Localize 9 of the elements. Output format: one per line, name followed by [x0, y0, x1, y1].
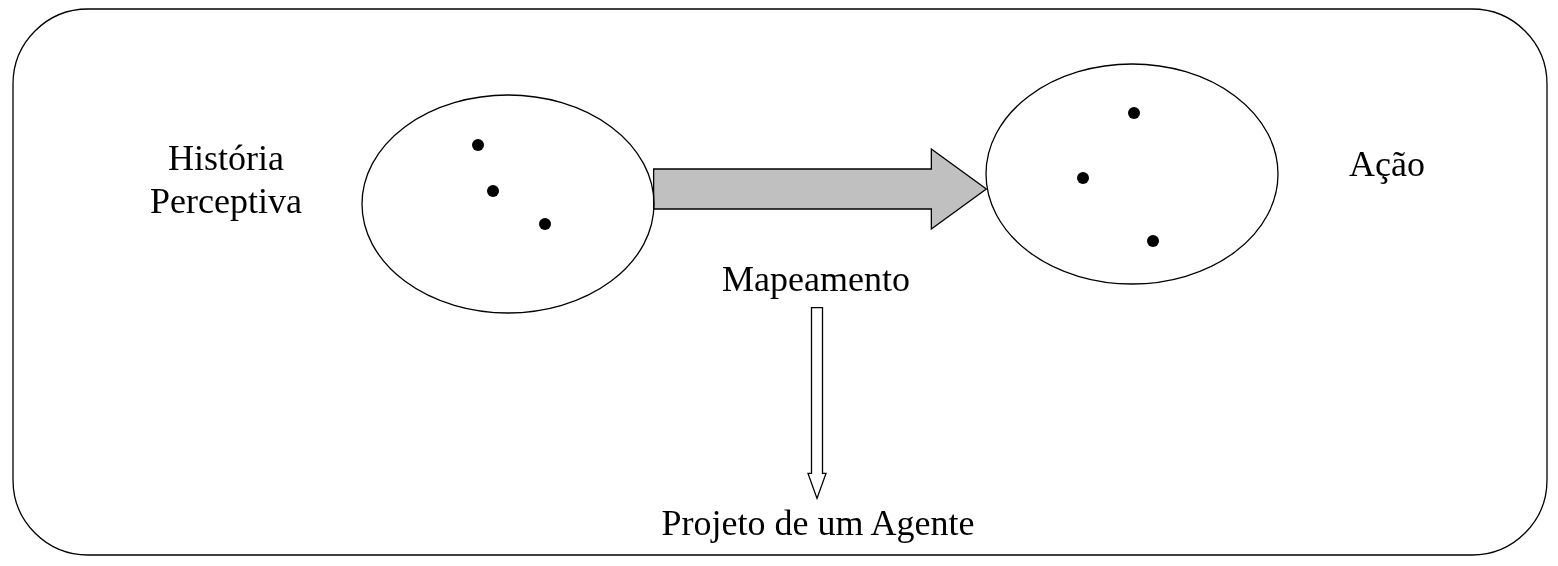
- block-arrow: [653, 147, 988, 231]
- set-label: Ação: [1349, 143, 1425, 187]
- set-label: História Perceptiva: [149, 136, 303, 223]
- set-ellipse: [361, 94, 655, 314]
- set-ellipse: [985, 63, 1279, 285]
- hollow-arrow: [807, 306, 827, 501]
- rounded-frame: [12, 8, 1548, 556]
- text-label: Projeto de um Agente: [661, 502, 975, 546]
- text-label: Mapeamento: [722, 258, 910, 302]
